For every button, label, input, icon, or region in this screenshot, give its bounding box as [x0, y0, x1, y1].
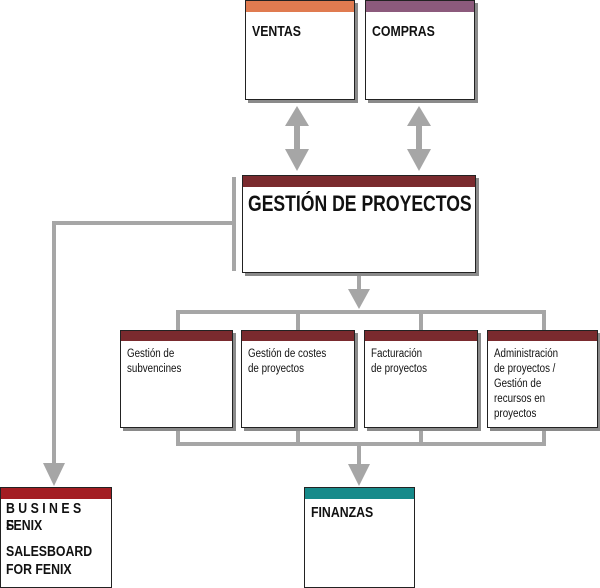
ventas-accent-bar: [246, 1, 354, 12]
submodules-bottom-rail: [176, 442, 546, 446]
submodule-3-drop: [419, 310, 423, 330]
submodule-4-rise: [542, 428, 546, 446]
submodules-top-rail: [176, 310, 546, 314]
business-line-3: SALESBOARD: [6, 543, 93, 560]
finanzas-stem: [357, 442, 361, 466]
compras-double-arrow-bottom: [407, 149, 431, 171]
submodule-accent-bar: [121, 331, 232, 341]
compras-double-arrow-top: [407, 106, 431, 126]
submodule-2-rise: [296, 428, 300, 446]
business-line-2: FENIX: [6, 517, 43, 534]
finanzas-accent-bar: [305, 488, 414, 499]
business-line-4: FOR FENIX: [6, 561, 72, 578]
submodule-accent-bar: [242, 331, 354, 341]
ventas-double-arrow-shaft: [294, 124, 300, 150]
business-accent-bar: [1, 488, 111, 499]
submodule-label: Facturación de proyectos: [371, 348, 427, 375]
core-accent-bar: [243, 176, 475, 187]
compras-label: COMPRAS: [372, 23, 435, 40]
ventas-double-arrow-bottom: [285, 149, 309, 171]
business-arrowhead: [43, 463, 65, 486]
submodule-facturacion[interactable]: Facturación de proyectos: [364, 330, 478, 428]
compras-box[interactable]: COMPRAS: [365, 0, 475, 100]
gestion-proyectos-box[interactable]: GESTIÓN DE PROYECTOS: [242, 175, 476, 273]
core-title: GESTIÓN DE PROYECTOS: [248, 191, 472, 216]
submodule-administracion[interactable]: Administración de proyectos / Gestión de…: [487, 330, 598, 428]
submodule-1-drop: [176, 310, 180, 330]
business-connector-horizontal: [52, 221, 236, 225]
ventas-label: VENTAS: [252, 23, 301, 40]
ventas-box[interactable]: VENTAS: [245, 0, 355, 100]
core-down-stem: [357, 273, 361, 291]
submodule-4-drop: [542, 310, 546, 330]
core-down-arrowhead: [348, 289, 370, 309]
submodule-accent-bar: [365, 331, 477, 341]
finanzas-box[interactable]: FINANZAS: [304, 487, 415, 588]
finanzas-arrowhead: [348, 464, 370, 486]
business-connector-vertical: [52, 221, 56, 465]
submodule-label: Administración de proyectos / Gestión de…: [494, 348, 559, 420]
submodule-1-rise: [176, 428, 180, 446]
business-line-1: B U S I N E S S: [6, 500, 82, 534]
compras-accent-bar: [366, 1, 474, 12]
submodule-subvenciones[interactable]: Gestión de subvencines: [120, 330, 233, 428]
submodule-accent-bar: [488, 331, 597, 341]
submodule-label: Gestión de costes de proyectos: [248, 348, 327, 375]
submodule-label: Gestión de subvencines: [127, 348, 182, 375]
business-fenix-box[interactable]: B U S I N E S S FENIX SALESBOARD FOR FEN…: [0, 487, 112, 588]
submodule-2-drop: [296, 310, 300, 330]
compras-double-arrow-shaft: [416, 124, 422, 150]
submodule-costes[interactable]: Gestión de costes de proyectos: [241, 330, 355, 428]
ventas-double-arrow-top: [285, 106, 309, 126]
finanzas-title: FINANZAS: [311, 504, 374, 521]
submodule-3-rise: [419, 428, 423, 446]
